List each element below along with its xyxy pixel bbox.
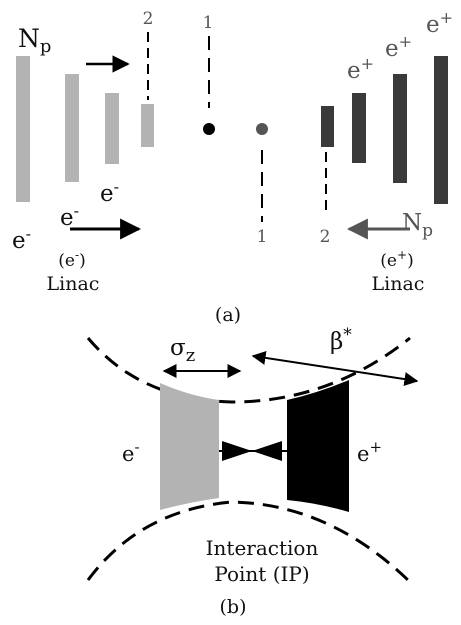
panel-b: σz β* e- e+ Interaction Point (IP) (b) (86, 325, 419, 618)
positron-bunch-ip (287, 380, 349, 512)
electron-label-1: e- (100, 177, 119, 207)
electron-bunch-ip (160, 383, 219, 510)
electron-bunch-4 (141, 104, 154, 147)
linac-left-species: (e-) (58, 248, 85, 271)
electron-bunch-1 (16, 56, 30, 202)
np-label-right: Np (402, 210, 433, 241)
lower-beam-envelope (86, 500, 412, 584)
electron-label-2: e- (60, 201, 79, 231)
electron-ip-dot (203, 123, 215, 135)
electron-label-ip: e- (122, 438, 140, 466)
positron-label-3: e+ (426, 8, 453, 38)
positron-bunch-1 (321, 106, 334, 147)
marker-number-top-2: 2 (143, 9, 154, 29)
ip-label-line1: Interaction (206, 536, 319, 560)
panel-a: 2 1 1 2 Np Np e- e- e- e+ e+ (12, 8, 453, 326)
positron-bunch-4 (434, 56, 448, 204)
ip-label-line2: Point (IP) (214, 562, 309, 586)
positron-label-2: e+ (385, 32, 412, 62)
upper-beam-envelope (86, 336, 411, 404)
positron-label-ip: e+ (357, 438, 382, 466)
electron-bunch-3 (105, 93, 119, 164)
beta-star-label: β* (330, 325, 352, 355)
beta-star-arrow (251, 350, 419, 387)
caption-a: (a) (215, 304, 241, 326)
marker-number-bottom-2: 2 (320, 227, 331, 247)
electron-label-3: e- (12, 224, 31, 254)
caption-b: (b) (220, 596, 247, 618)
marker-number-bottom-1: 1 (257, 227, 268, 247)
linac-right-species: (e+) (380, 248, 413, 271)
linac-right-label: Linac (372, 273, 425, 295)
np-label-left: Np (18, 24, 51, 57)
positron-bunch-2 (352, 93, 366, 163)
positron-label-1: e+ (347, 54, 374, 84)
marker-number-top-1: 1 (203, 13, 214, 33)
linac-left-label: Linac (47, 273, 100, 295)
electron-bunch-2 (65, 74, 79, 182)
positron-ip-dot (256, 123, 268, 135)
sigma-z-label: σz (170, 335, 195, 366)
positron-bunch-3 (393, 74, 407, 183)
